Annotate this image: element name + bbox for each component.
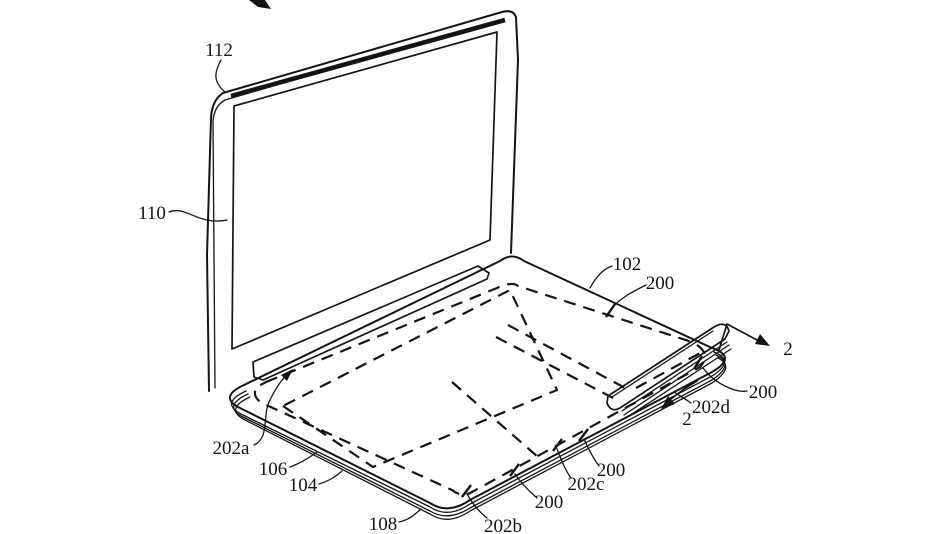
label-200-rear: 200 [646, 273, 675, 294]
strip-202d-layer-1 [621, 341, 728, 412]
region-boundary-keyboard [281, 288, 559, 469]
leader-200-low-center-tick [509, 463, 520, 477]
section-line-bottom [670, 380, 698, 400]
leader-200-low-right [583, 438, 600, 467]
label-202a: 202a [213, 438, 251, 459]
cropped-leader-mark [249, 0, 271, 9]
strip-202d-layer-3 [625, 348, 732, 419]
base-layer-line-108 [235, 357, 727, 520]
leader-200-right [702, 367, 748, 392]
leader-202b-tick [461, 484, 472, 498]
label-104: 104 [289, 475, 318, 496]
base-layer-line-104 [233, 354, 726, 517]
label-section-bottom: 2 [682, 409, 692, 430]
label-202c: 202c [568, 474, 605, 495]
region-divider-cd-2 [495, 336, 616, 400]
label-section-top: 2 [783, 339, 793, 360]
label-200-low-center: 200 [535, 492, 564, 513]
label-110: 110 [138, 203, 166, 224]
leader-202a-arrowhead [281, 369, 293, 381]
leader-108 [398, 508, 422, 523]
lid-inner-edge [212, 18, 504, 389]
leader-110 [168, 209, 228, 222]
section-arrowhead-top [755, 334, 770, 346]
strip-202d-boundary [635, 351, 703, 389]
label-112: 112 [205, 40, 233, 61]
leader-200-rear-tick [605, 303, 616, 318]
lid-outline [206, 10, 519, 392]
strip-202d-inner-edge [611, 330, 714, 398]
label-200-low-right: 200 [597, 460, 626, 481]
leader-202b [466, 493, 488, 519]
leader-104 [318, 470, 343, 485]
leader-200-right-tick [692, 355, 704, 370]
hinge-bar [252, 265, 490, 381]
label-202b: 202b [484, 516, 522, 534]
label-200-right: 200 [749, 382, 778, 403]
section-line-top [718, 323, 758, 351]
label-202d: 202d [692, 397, 731, 418]
section-arrowhead-bottom [661, 396, 675, 409]
lid-top-band [230, 17, 506, 99]
display-bezel [231, 31, 498, 350]
leader-202c [556, 448, 572, 479]
strip-202d [606, 323, 730, 411]
leader-200-rear [610, 284, 647, 310]
leader-202a [253, 373, 289, 446]
leader-106 [289, 451, 318, 468]
region-divider-cd-1 [507, 324, 628, 390]
leader-102 [589, 265, 613, 289]
strip-202d-layer-2 [623, 344, 730, 416]
leader-112 [215, 59, 226, 93]
leader-200-low-center [514, 473, 538, 499]
leader-202d [673, 391, 692, 404]
label-108: 108 [369, 514, 398, 534]
leader-200-low-right-tick [578, 428, 589, 442]
region-divider-bc [451, 381, 539, 458]
label-102: 102 [613, 254, 642, 275]
region-boundary-perimeter [253, 282, 707, 496]
lid-fill [207, 11, 518, 391]
label-106: 106 [259, 459, 288, 480]
leader-202c-tick [552, 438, 563, 452]
